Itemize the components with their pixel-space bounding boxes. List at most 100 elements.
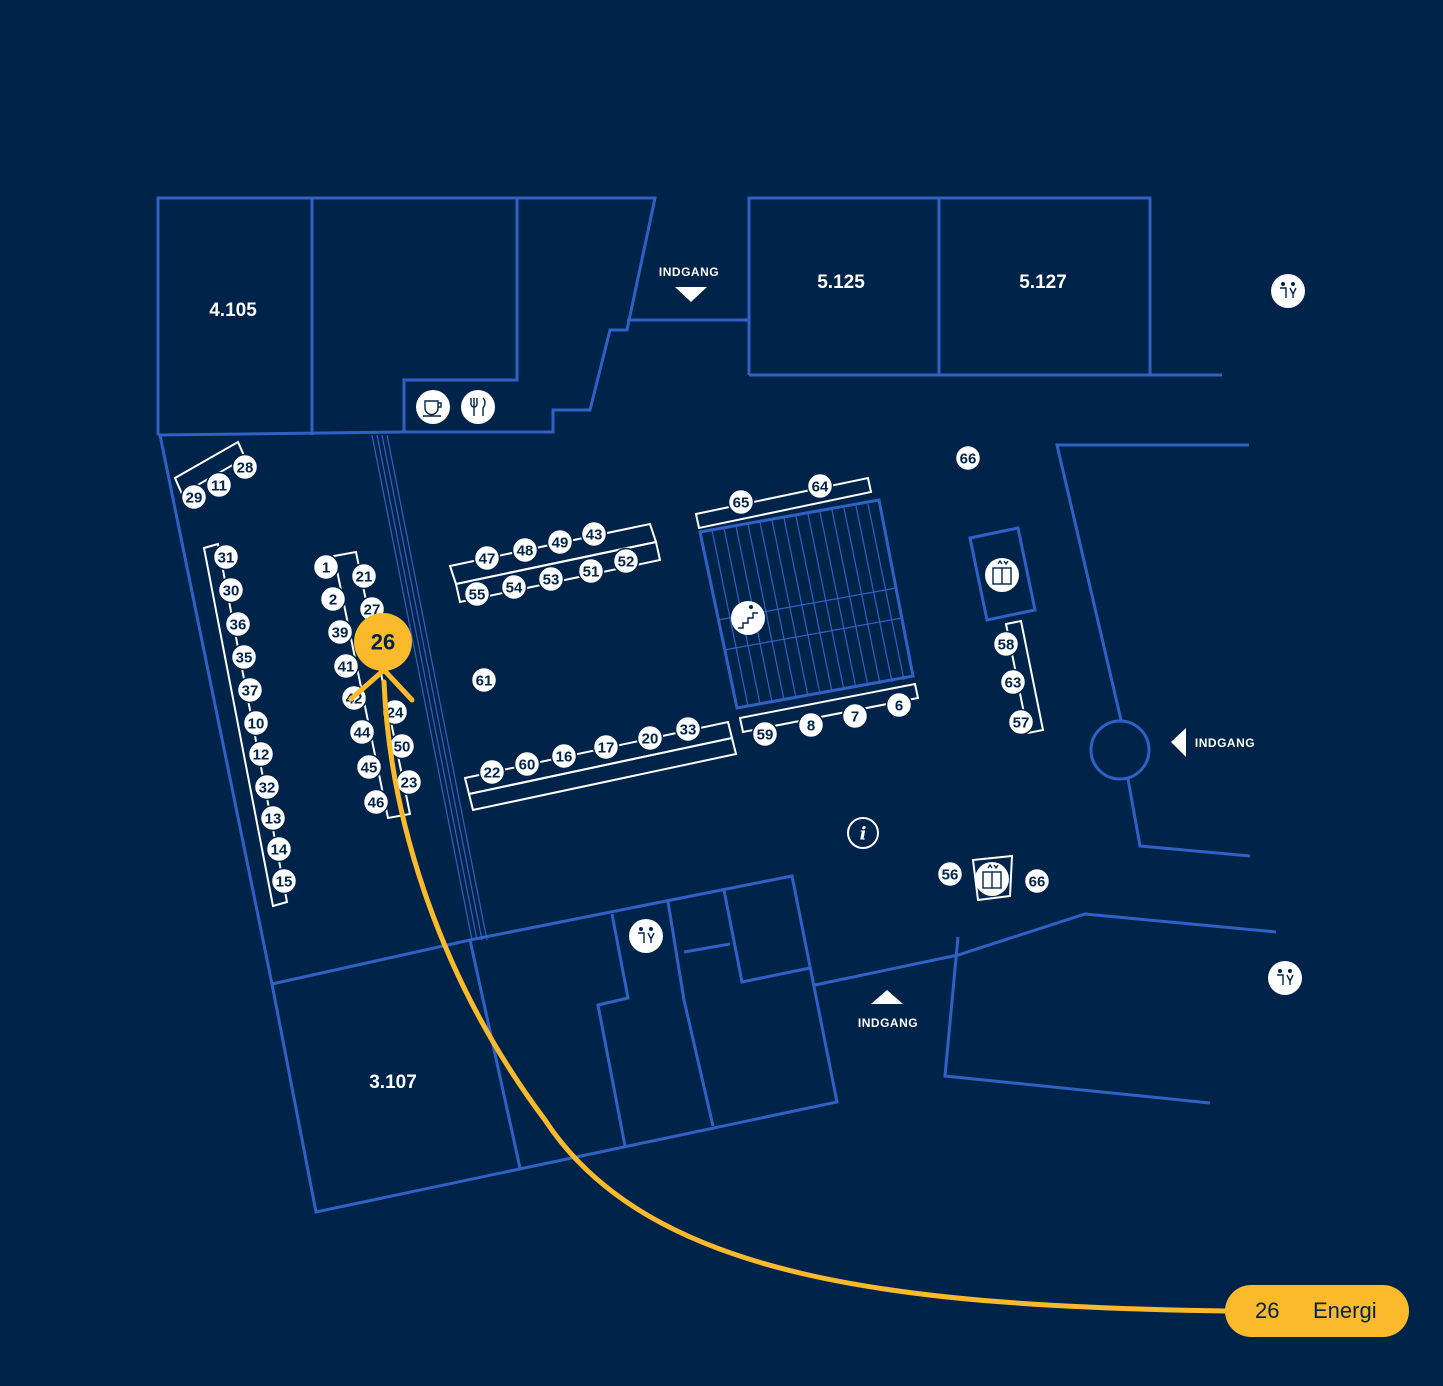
stand-marker-30[interactable]: 30 bbox=[217, 576, 245, 604]
stand-marker-13[interactable]: 13 bbox=[259, 804, 287, 832]
stand-marker-12[interactable]: 12 bbox=[247, 740, 275, 768]
stand-marker-57[interactable]: 57 bbox=[1007, 708, 1035, 736]
stand-marker-2[interactable]: 2 bbox=[319, 585, 347, 613]
stand-number: 31 bbox=[218, 550, 235, 567]
entrance-label: INDGANG bbox=[1195, 736, 1255, 750]
coffee-icon bbox=[416, 390, 450, 424]
stairs-icon bbox=[731, 601, 765, 635]
stairs-steps bbox=[711, 503, 905, 707]
stand-number: 45 bbox=[361, 760, 378, 777]
stand-marker-60[interactable]: 60 bbox=[513, 750, 541, 778]
stand-number: 12 bbox=[253, 747, 270, 764]
elevator-icon bbox=[985, 558, 1019, 592]
stand-marker-41[interactable]: 41 bbox=[332, 652, 360, 680]
stand-number: 37 bbox=[242, 683, 259, 700]
info-icon[interactable]: i bbox=[847, 817, 879, 849]
stand-marker-66[interactable]: 66 bbox=[1023, 867, 1051, 895]
stand-marker-53[interactable]: 53 bbox=[537, 565, 565, 593]
stand-marker-39[interactable]: 39 bbox=[326, 618, 354, 646]
stand-marker-32[interactable]: 32 bbox=[253, 773, 281, 801]
toilet-icon bbox=[1268, 961, 1302, 995]
svg-text:i: i bbox=[860, 824, 867, 845]
stand-marker-33[interactable]: 33 bbox=[674, 715, 702, 743]
stand-marker-36[interactable]: 36 bbox=[224, 610, 252, 638]
stand-number: 65 bbox=[733, 495, 750, 512]
stand-marker-49[interactable]: 49 bbox=[546, 528, 574, 556]
stand-marker-46[interactable]: 46 bbox=[362, 788, 390, 816]
exhibitor-legend[interactable]: 26 Energi bbox=[1225, 1285, 1409, 1337]
stand-number: 64 bbox=[812, 479, 829, 496]
stand-marker-48[interactable]: 48 bbox=[511, 536, 539, 564]
stand-marker-58[interactable]: 58 bbox=[992, 630, 1020, 658]
stand-number: 43 bbox=[586, 527, 603, 544]
stand-marker-11[interactable]: 11 bbox=[205, 471, 233, 499]
stand-number: 8 bbox=[807, 718, 815, 735]
stand-marker-54[interactable]: 54 bbox=[500, 573, 528, 601]
restaurant-icon bbox=[461, 390, 495, 424]
stand-number: 55 bbox=[469, 587, 486, 604]
stand-number: 60 bbox=[519, 757, 536, 774]
stand-marker-64[interactable]: 64 bbox=[806, 472, 834, 500]
entrance-right[interactable]: INDGANG bbox=[1171, 728, 1255, 757]
stand-number: 11 bbox=[211, 478, 227, 495]
stand-marker-50[interactable]: 50 bbox=[388, 732, 416, 760]
stand-marker-44[interactable]: 44 bbox=[348, 718, 376, 746]
stand-marker-59[interactable]: 59 bbox=[751, 720, 779, 748]
stand-marker-16[interactable]: 16 bbox=[550, 742, 578, 770]
stand-marker-56[interactable]: 56 bbox=[936, 860, 964, 888]
entrance-label: INDGANG bbox=[858, 1016, 918, 1030]
route-line bbox=[381, 679, 1229, 1314]
stand-marker-37[interactable]: 37 bbox=[236, 676, 264, 704]
stand-number: 2 bbox=[329, 592, 337, 609]
stand-marker-21[interactable]: 21 bbox=[350, 562, 378, 590]
stand-number: 14 bbox=[271, 842, 288, 859]
stand-marker-1[interactable]: 1 bbox=[312, 553, 340, 581]
stand-marker-65[interactable]: 65 bbox=[727, 488, 755, 516]
stand-marker-43[interactable]: 43 bbox=[580, 520, 608, 548]
stand-number: 48 bbox=[517, 543, 534, 560]
entrance-bottom[interactable]: INDGANG bbox=[858, 990, 918, 1030]
entrance-arrow-up-icon bbox=[871, 990, 903, 1004]
stand-marker-55[interactable]: 55 bbox=[463, 580, 491, 608]
stand-marker-29[interactable]: 29 bbox=[180, 483, 208, 511]
stand-marker-15[interactable]: 15 bbox=[270, 867, 298, 895]
stand-number: 39 bbox=[332, 625, 349, 642]
stand-marker-17[interactable]: 17 bbox=[592, 733, 620, 761]
stand-marker-8[interactable]: 8 bbox=[797, 711, 825, 739]
stand-marker-23[interactable]: 23 bbox=[395, 768, 423, 796]
stand-marker-7[interactable]: 7 bbox=[841, 702, 869, 730]
stand-marker-63[interactable]: 63 bbox=[999, 668, 1027, 696]
stand-marker-6[interactable]: 6 bbox=[885, 691, 913, 719]
highlighted-stand-marker[interactable]: 26 bbox=[354, 613, 412, 671]
stand-number: 20 bbox=[642, 731, 659, 748]
stand-marker-20[interactable]: 20 bbox=[636, 724, 664, 752]
highlighted-stand-number: 26 bbox=[371, 630, 395, 655]
stand-number: 49 bbox=[552, 535, 569, 552]
stand-marker-31[interactable]: 31 bbox=[212, 543, 240, 571]
stand-marker-66[interactable]: 66 bbox=[954, 444, 982, 472]
stand-marker-35[interactable]: 35 bbox=[230, 643, 258, 671]
stand-marker-14[interactable]: 14 bbox=[265, 835, 293, 863]
stand-number: 47 bbox=[479, 551, 496, 568]
stand-marker-22[interactable]: 22 bbox=[478, 758, 506, 786]
stand-number: 66 bbox=[960, 451, 977, 468]
stand-number: 10 bbox=[248, 716, 265, 733]
stand-number: 61 bbox=[476, 673, 493, 690]
stand-marker-10[interactable]: 10 bbox=[242, 709, 270, 737]
entrance-arrow-down-icon bbox=[675, 287, 707, 302]
elevator-icon bbox=[975, 862, 1009, 896]
stand-marker-45[interactable]: 45 bbox=[355, 753, 383, 781]
stand-marker-52[interactable]: 52 bbox=[612, 547, 640, 575]
stand-marker-47[interactable]: 47 bbox=[473, 544, 501, 572]
legend-exhibitor-name: Energi bbox=[1313, 1298, 1377, 1323]
entrance-top[interactable]: INDGANG bbox=[659, 265, 719, 302]
stand-marker-51[interactable]: 51 bbox=[577, 557, 605, 585]
stand-number: 46 bbox=[368, 795, 385, 812]
stand-marker-61[interactable]: 61 bbox=[470, 666, 498, 694]
stand-number: 7 bbox=[851, 709, 859, 726]
stand-marker-28[interactable]: 28 bbox=[231, 453, 259, 481]
stand-number: 50 bbox=[394, 739, 411, 756]
toilet-icon bbox=[1271, 274, 1305, 308]
stand-number: 58 bbox=[998, 637, 1015, 654]
